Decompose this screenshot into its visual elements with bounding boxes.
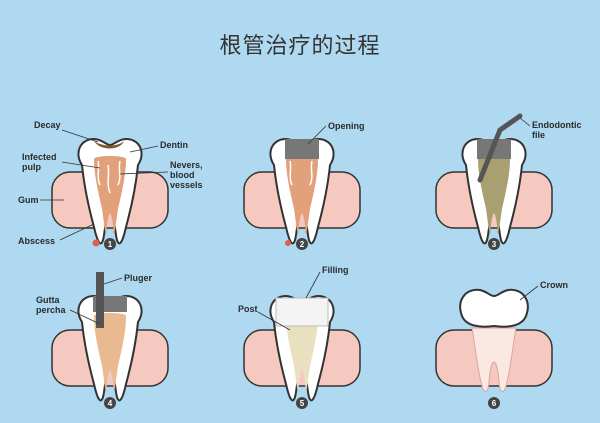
step-2-number: 2 — [300, 240, 305, 249]
label-gutta-line2: percha — [36, 305, 67, 315]
label-decay: Decay — [34, 120, 61, 130]
label-nerves-line3: vessels — [170, 180, 203, 190]
label-endodontic-line1: Endodontic — [532, 120, 582, 130]
step-3-panel: Endodontic file 3 — [435, 113, 582, 250]
step-3-badge — [488, 238, 500, 250]
label-infected-pulp-line1: Infected — [22, 152, 57, 162]
label-dentin: Dentin — [160, 140, 188, 150]
step-2-panel: Opening 2 — [243, 121, 365, 250]
diagram-title: 根管治疗的过程 — [219, 34, 381, 59]
pluger-tool — [96, 272, 104, 328]
label-abscess: Abscess — [18, 236, 55, 246]
step-1-panel: Decay Dentin Infected pulp Nevers, blood… — [18, 120, 203, 250]
step-6-panel: Crown 6 — [435, 280, 568, 409]
filling-5 — [275, 297, 329, 327]
step-3-number: 3 — [492, 240, 497, 249]
label-nerves-line1: Nevers, — [170, 160, 203, 170]
crown-6 — [459, 288, 529, 328]
step-1-number: 1 — [108, 240, 113, 249]
label-endodontic-line2: file — [532, 130, 545, 140]
step-6-number: 6 — [492, 399, 497, 408]
abscess-1 — [92, 239, 100, 247]
label-post: Post — [238, 304, 258, 314]
step-5-badge — [296, 397, 308, 409]
label-filling: Filling — [322, 265, 349, 275]
label-crown: Crown — [540, 280, 568, 290]
label-gum: Gum — [18, 195, 39, 205]
roots-6 — [471, 327, 517, 392]
step-4-number: 4 — [108, 399, 113, 408]
label-nerves-line2: blood — [170, 170, 195, 180]
step-5-panel: Filling Post 5 — [238, 265, 361, 409]
opening-2 — [285, 139, 319, 159]
step-4-badge — [104, 397, 116, 409]
step-4-panel: Pluger Gutta percha 4 — [36, 272, 169, 409]
step-5-number: 5 — [300, 399, 305, 408]
label-gutta-line1: Gutta — [36, 295, 60, 305]
step-6-badge — [488, 397, 500, 409]
step-2-badge — [296, 238, 308, 250]
label-infected-pulp-line2: pulp — [22, 162, 41, 172]
decay-spot-1 — [94, 141, 124, 149]
step-1-badge — [104, 238, 116, 250]
label-pluger: Pluger — [124, 273, 153, 283]
endodontic-file-tool — [477, 113, 523, 183]
label-opening: Opening — [328, 121, 365, 131]
